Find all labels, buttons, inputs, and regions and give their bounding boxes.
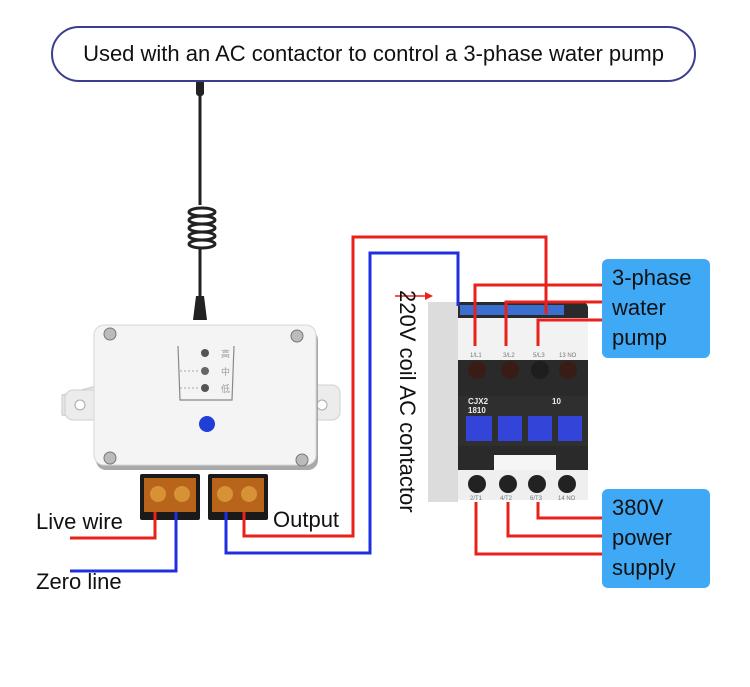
pump-phase-1 [473,283,602,346]
supply-line-3: supply [612,555,676,580]
contactor-model: CJX2 [468,397,489,406]
supply-phase-2 [506,502,602,538]
supply-phase-3 [474,502,602,556]
output-terminal-block [208,474,268,520]
svg-text:14 NO: 14 NO [558,496,576,502]
supply-box: 380V power supply [602,489,710,588]
svg-text:6/T3: 6/T3 [530,496,543,502]
learn-button[interactable] [199,416,215,432]
pump-phase-2 [504,300,602,346]
live-wire-label: Live wire [36,509,123,534]
pump-line-1: 3-phase [612,265,692,290]
zero-line-label: Zero line [36,569,122,594]
output-live-wire [242,235,548,538]
indicator-label-low: 低 [221,383,230,394]
svg-text:13 NO: 13 NO [559,353,577,359]
pump-line-3: pump [612,325,668,350]
output-neutral-wire [224,251,460,555]
antenna-coil [187,206,217,250]
svg-text:3/L2: 3/L2 [503,353,515,359]
svg-text:4/T2: 4/T2 [500,496,513,502]
supply-line-1: 380V [612,495,664,520]
supply-phase-1 [536,502,602,520]
contactor-top-terminals [468,361,577,379]
svg-text:10: 10 [552,397,561,406]
title-text: Used with an AC contactor to control a 3… [83,41,664,66]
live-wire-input [70,512,157,540]
indicator-label-mid: 中 [221,366,230,377]
title-banner: Used with an AC contactor to control a 3… [51,26,696,82]
svg-text:5/L3: 5/L3 [533,353,545,359]
pump-phase-3 [536,318,602,346]
antenna [187,66,217,320]
supply-line-2: power [612,525,672,550]
svg-text:1810: 1810 [468,406,486,415]
pump-box: 3-phase water pump [602,259,710,358]
indicator-label-high: 高 [221,348,230,359]
output-label: Output [273,507,340,532]
wires [70,235,602,573]
ac-contactor: 1/L1 3/L2 5/L3 13 NO CJX2 1810 10 2/T1 4… [428,302,588,502]
screw-icon [103,327,309,467]
receiver-module: 高 中 低 [61,324,341,520]
coil-label: 220V coil AC contactor [395,290,420,513]
neutral-wire-input [70,512,178,573]
pump-line-2: water [612,295,666,320]
input-terminal-block [140,474,200,520]
svg-text:2/T1: 2/T1 [470,496,483,502]
svg-text:1/L1: 1/L1 [470,353,482,359]
arrow-icon [395,292,433,300]
